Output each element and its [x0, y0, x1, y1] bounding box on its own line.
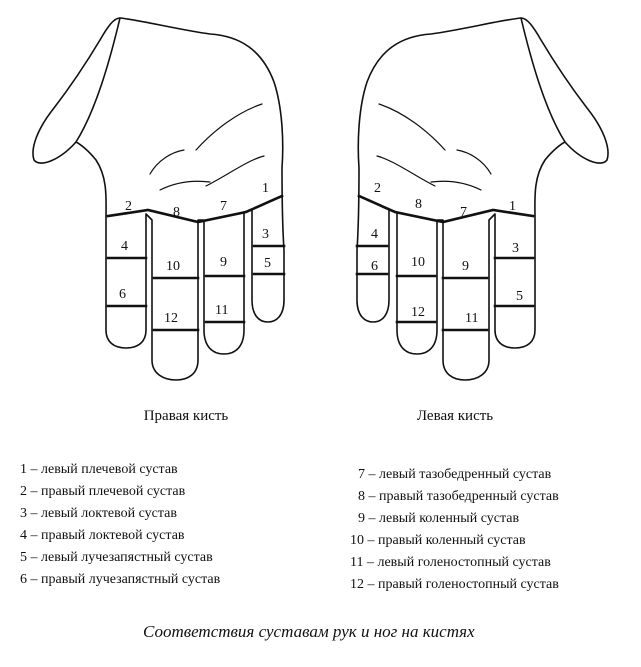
- left-hand-outline: [520, 17, 609, 164]
- right-joint-number-6: 6: [119, 287, 126, 302]
- left-joint-number-11: 11: [465, 311, 478, 326]
- left-hand-numbers: 1 2 3 4 5 6 7 8 9 10 11 12 Левая кисть: [371, 181, 523, 424]
- left-palm-crease: [378, 103, 446, 151]
- right-joint-number-7: 7: [220, 199, 227, 214]
- right-joint-number-3: 3: [262, 227, 269, 242]
- right-joint-number-2: 2: [125, 199, 132, 214]
- right-palm-outline: [75, 17, 285, 381]
- right-joint-number-4: 4: [121, 239, 128, 254]
- legend-item: 2 – правый плечевой сустав: [20, 484, 186, 499]
- left-joint-number-4: 4: [371, 227, 378, 242]
- legend-item: 8 – правый тазобедренный сустав: [358, 489, 559, 504]
- legend-item: 4 – правый локтевой сустав: [20, 528, 185, 543]
- left-palm-outline: [356, 17, 566, 381]
- legend-left-column: 1 – левый плечевой сустав 2 – правый пле…: [20, 462, 221, 587]
- right-joint-number-8: 8: [173, 205, 180, 220]
- right-palm-crease: [159, 180, 211, 191]
- right-hand-label: Правая кисть: [144, 408, 229, 424]
- legend-item: 11 – левый голеностопный сустав: [350, 555, 551, 570]
- left-hand: [355, 17, 609, 381]
- right-joint-number-11: 11: [215, 303, 228, 318]
- left-joint-number-6: 6: [371, 259, 378, 274]
- left-joint-number-1: 1: [509, 199, 516, 214]
- left-palm-crease: [376, 155, 436, 187]
- left-joint-number-2: 2: [374, 181, 381, 196]
- right-joint-number-10: 10: [166, 259, 180, 274]
- left-hand-label: Левая кисть: [417, 408, 493, 424]
- right-joint-number-5: 5: [264, 256, 271, 271]
- legend-item: 5 – левый лучезапястный сустав: [20, 550, 213, 565]
- legend-item: 10 – правый коленный сустав: [350, 533, 526, 548]
- legend-item: 9 – левый коленный сустав: [358, 511, 519, 526]
- legend-item: 1 – левый плечевой сустав: [20, 462, 178, 477]
- figure-caption: Соответствия суставам рук и ног на кистя…: [143, 622, 475, 641]
- right-hand: 1 2 3 4 5 6 7 8 9 10 11 12 Правая кисть: [32, 17, 286, 424]
- left-palm-crease: [456, 149, 492, 175]
- legend-item: 12 – правый голеностопный сустав: [350, 577, 559, 592]
- right-palm-crease: [205, 155, 265, 187]
- left-knuckle-joint-line: [357, 194, 535, 224]
- legend-item: 7 – левый тазобедренный сустав: [358, 467, 552, 482]
- left-joint-number-7: 7: [460, 205, 467, 220]
- right-knuckle-joint-line: [106, 194, 284, 224]
- left-joint-number-3: 3: [512, 241, 519, 256]
- left-joint-number-5: 5: [516, 289, 523, 304]
- right-hand-outline: [32, 17, 121, 164]
- left-joint-number-8: 8: [415, 197, 422, 212]
- right-joint-number-12: 12: [164, 311, 178, 326]
- right-joint-number-1: 1: [262, 181, 269, 196]
- left-joint-number-12: 12: [411, 305, 425, 320]
- legend-item: 6 – правый лучезапястный сустав: [20, 572, 221, 587]
- right-joint-number-9: 9: [220, 255, 227, 270]
- legend-item: 3 – левый локтевой сустав: [20, 506, 177, 521]
- left-palm-crease: [430, 180, 482, 191]
- left-joint-number-9: 9: [462, 259, 469, 274]
- right-palm-crease: [195, 103, 263, 151]
- left-joint-number-10: 10: [411, 255, 425, 270]
- right-palm-crease: [149, 149, 185, 175]
- legend-right-column: 7 – левый тазобедренный сустав 8 – правы…: [350, 467, 559, 592]
